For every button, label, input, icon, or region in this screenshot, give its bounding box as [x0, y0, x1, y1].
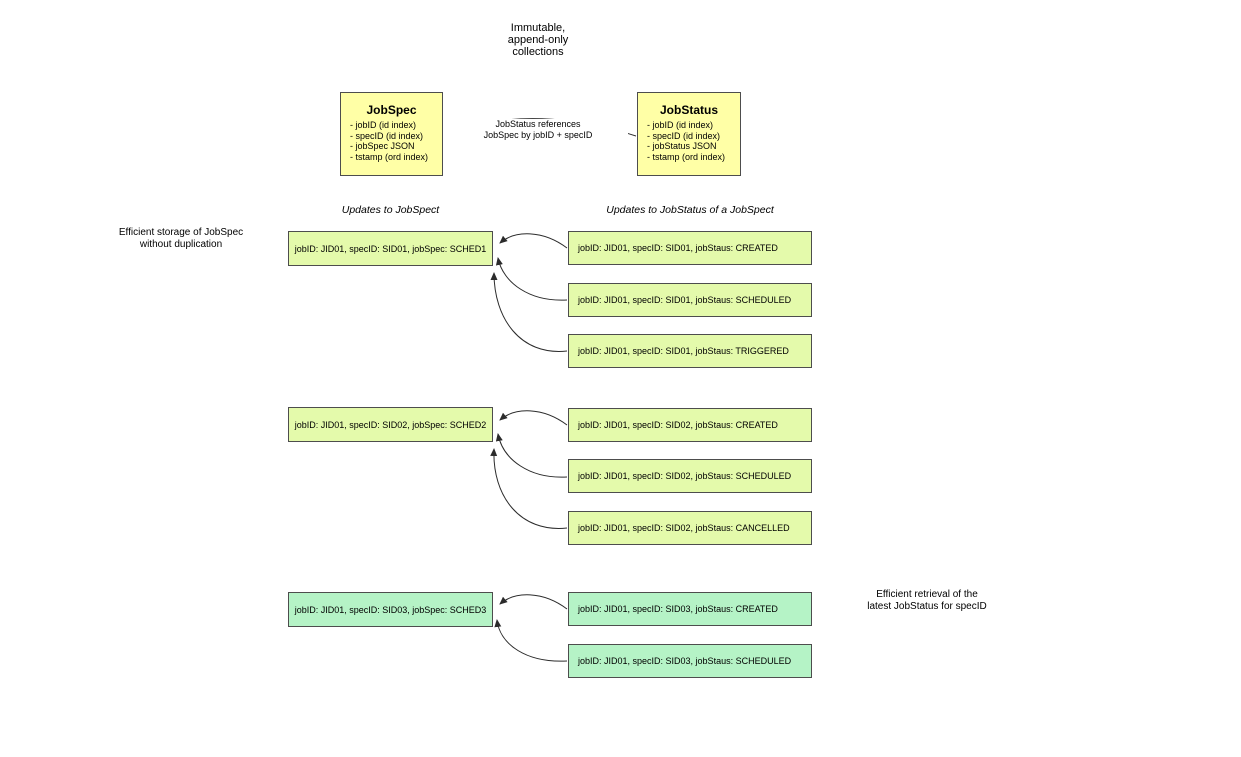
- entity-jobspec-field-jobid: - jobID (id index): [350, 120, 417, 130]
- arrow-sid01-triggered-to-spec: [490, 272, 568, 352]
- note-efficient-storage: Efficient storage of JobSpec without dup…: [118, 227, 244, 250]
- arrow-sid03-scheduled-to-spec: [494, 619, 568, 662]
- column-header-jobspec-updates: Updates to JobSpect: [341, 204, 440, 216]
- jobstatus-record-sid01-scheduled: jobID: JID01, specID: SID01, jobStaus: S…: [568, 283, 812, 317]
- jobspec-record-sid02: jobID: JID01, specID: SID02, jobSpec: SC…: [288, 407, 493, 442]
- arrow-sid01-scheduled-to-spec: [495, 257, 568, 301]
- note-immutable-collections: Immutable, append-only collections: [507, 22, 569, 58]
- entity-jobspec-field-tstamp: - tstamp (ord index): [350, 151, 429, 162]
- jobstatus-record-sid03-created: jobID: JID01, specID: SID03, jobStaus: C…: [568, 592, 812, 626]
- note-efficient-retrieval: Efficient retrieval of the latest JobSta…: [867, 589, 987, 612]
- arrow-sid02-cancelled-to-spec: [490, 448, 568, 529]
- column-header-jobstatus-updates: Updates to JobStatus of a JobSpect: [606, 204, 774, 216]
- entity-jobstatus-field-tstamp: - tstamp (ord index): [647, 151, 726, 162]
- entity-jobstatus: JobStatus - jobID (id index) - specID (i…: [637, 92, 741, 176]
- arrow-sid02-created-to-spec: [499, 410, 568, 426]
- jobstatus-record-sid02-scheduled: jobID: JID01, specID: SID02, jobStaus: S…: [568, 459, 812, 493]
- entity-jobstatus-title: JobStatus: [659, 103, 718, 117]
- jobstatus-record-sid02-created: jobID: JID01, specID: SID02, jobStaus: C…: [568, 408, 812, 442]
- arrow-sid03-created-to-spec: [499, 594, 568, 610]
- connector-label-jobstatus-references: JobStatus references JobSpec by jobID + …: [448, 119, 628, 140]
- jobstatus-record-sid01-created: jobID: JID01, specID: SID01, jobStaus: C…: [568, 231, 812, 265]
- jobstatus-record-sid01-triggered: jobID: JID01, specID: SID01, jobStaus: T…: [568, 334, 812, 368]
- entity-jobspec: JobSpec - jobID (id index) - specID (id …: [340, 92, 443, 176]
- entity-jobspec-field-json: - jobSpec JSON: [350, 141, 415, 151]
- arrow-sid01-created-to-spec: [499, 233, 568, 249]
- entity-jobspec-field-specid: - specID (id index): [350, 130, 424, 141]
- entity-jobstatus-field-json: - jobStatus JSON: [647, 141, 717, 151]
- entity-jobspec-title: JobSpec: [366, 103, 417, 117]
- jobspec-record-sid03: jobID: JID01, specID: SID03, jobSpec: SC…: [288, 592, 493, 627]
- jobspec-record-sid01: jobID: JID01, specID: SID01, jobSpec: SC…: [288, 231, 493, 266]
- entity-jobstatus-field-jobid: - jobID (id index): [647, 120, 714, 130]
- arrow-sid02-scheduled-to-spec: [495, 433, 568, 478]
- entity-jobstatus-field-specid: - specID (id index): [647, 130, 721, 141]
- jobstatus-record-sid02-cancelled: jobID: JID01, specID: SID02, jobStaus: C…: [568, 511, 812, 545]
- jobstatus-record-sid03-scheduled: jobID: JID01, specID: SID03, jobStaus: S…: [568, 644, 812, 678]
